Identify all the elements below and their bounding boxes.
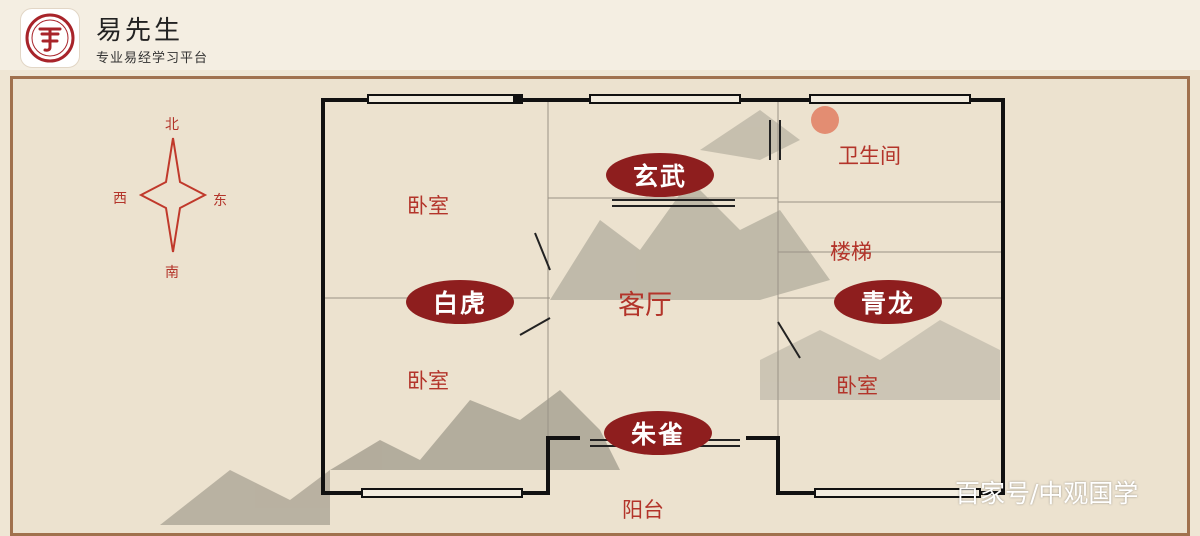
room-bedroom-top-left: 卧室 [407, 194, 449, 218]
badge-qinglong: 青龙 [834, 280, 942, 324]
room-living: 客厅 [618, 290, 672, 321]
room-stairs: 楼梯 [830, 240, 872, 264]
sun-decoration [811, 106, 839, 134]
room-bedroom-bottom-left: 卧室 [407, 369, 449, 393]
room-bedroom-right: 卧室 [836, 374, 878, 398]
badge-baihu: 白虎 [406, 280, 514, 324]
brand-logo[interactable] [20, 8, 80, 68]
badge-zhuque: 朱雀 [604, 411, 712, 455]
room-balcony: 阳台 [622, 498, 664, 522]
watermark: 百家号/中观国学 [955, 479, 1139, 508]
seal-icon [25, 13, 75, 63]
compass-west-label: 西 [113, 191, 127, 207]
compass-star-icon [138, 137, 208, 253]
compass-south-label: 南 [165, 265, 179, 281]
room-bathroom: 卫生间 [838, 144, 901, 168]
wall-post [513, 94, 523, 104]
compass-north-label: 北 [165, 117, 179, 133]
diagram-frame [10, 76, 1190, 536]
compass-east-label: 东 [213, 193, 227, 209]
brand-name: 易先生 [96, 16, 184, 46]
header: 易先生 专业易经学习平台 [0, 0, 1200, 70]
brand-tagline: 专业易经学习平台 [96, 51, 209, 66]
badge-xuanwu: 玄武 [606, 153, 714, 197]
floor-plan [138, 94, 1005, 525]
